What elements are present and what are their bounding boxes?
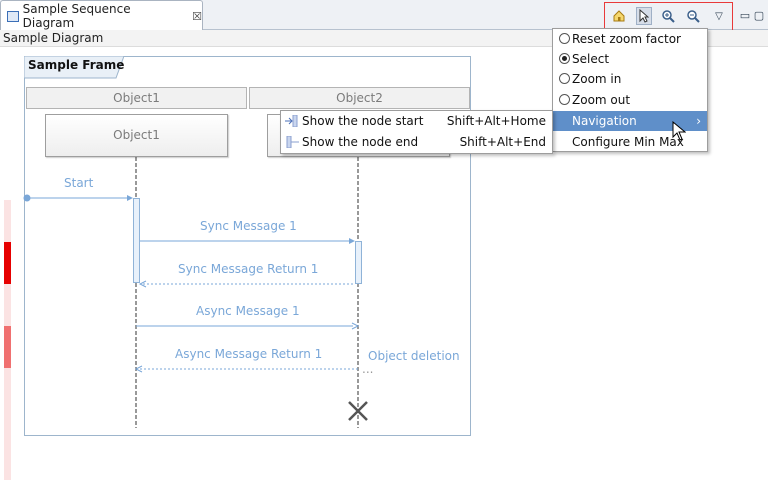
mouse-cursor-icon	[672, 121, 686, 141]
menu-item-label: Show the node end	[302, 135, 419, 149]
ellipsis-label: ...	[362, 362, 374, 376]
diagram-icon	[7, 10, 19, 22]
zoom-out-icon[interactable]	[685, 7, 701, 25]
frame-label-tab	[24, 56, 124, 79]
node-start-icon	[285, 115, 298, 127]
menu-item-shortcut: Shift+Alt+Home	[446, 114, 546, 128]
menu-item-shortcut: Shift+Alt+End	[459, 135, 546, 149]
minimize-icon[interactable]: ▭	[739, 8, 751, 22]
menu-item-label: Reset zoom factor	[572, 32, 681, 46]
lifeline-header-object1[interactable]: Object1	[26, 87, 247, 109]
menu-item-label: Show the node start	[302, 114, 424, 128]
object-deletion-label[interactable]: Object deletion	[368, 349, 460, 363]
message-async1-label[interactable]: Async Message 1	[196, 304, 300, 318]
frame-label: Sample Frame	[28, 58, 125, 72]
close-icon[interactable]: ☒	[192, 9, 202, 23]
activation-object1[interactable]	[133, 198, 140, 283]
overview-strip-segment	[4, 326, 11, 368]
menu-item-show-node-start[interactable]: Show the node start Shift+Alt+Home	[281, 111, 552, 131]
menu-item-label: Zoom in	[572, 72, 622, 86]
overview-strip-segment	[4, 200, 11, 242]
menu-item-label: Zoom out	[572, 93, 631, 107]
view-menu-icon[interactable]: ▽	[715, 10, 723, 22]
select-arrow-icon[interactable]	[636, 7, 652, 25]
sequence-frame[interactable]	[24, 56, 471, 436]
menu-item-label: Select	[572, 52, 610, 66]
message-sync-return1-label[interactable]: Sync Message Return 1	[178, 262, 319, 276]
menu-item-show-node-end[interactable]: Show the node end Shift+Alt+End	[281, 132, 552, 152]
zoom-in-icon[interactable]	[660, 7, 676, 25]
radio-icon	[559, 33, 570, 44]
message-start-label[interactable]: Start	[64, 176, 94, 190]
message-sync1-label[interactable]: Sync Message 1	[200, 219, 297, 233]
navigation-submenu	[280, 110, 553, 154]
menu-item-label: Configure Min Max	[572, 135, 684, 149]
menu-item-select[interactable]: Select	[553, 49, 707, 69]
object1-box[interactable]: Object1	[45, 114, 228, 157]
menu-item-reset-zoom[interactable]: Reset zoom factor	[553, 29, 707, 49]
tab-title: Sample Sequence Diagram	[22, 2, 131, 30]
menu-item-zoom-in[interactable]: Zoom in	[553, 69, 707, 89]
home-icon[interactable]	[611, 7, 627, 25]
menu-item-zoom-out[interactable]: Zoom out	[553, 90, 707, 110]
node-end-icon	[286, 136, 299, 148]
lifeline-header-object2[interactable]: Object2	[249, 87, 470, 109]
radio-icon	[559, 73, 570, 84]
overview-strip-segment	[4, 284, 11, 326]
chevron-right-icon: ›	[696, 114, 701, 128]
overview-strip-segment	[4, 242, 11, 284]
menu-item-label: Navigation	[572, 114, 637, 128]
message-async-return1-label[interactable]: Async Message Return 1	[175, 347, 323, 361]
maximize-icon[interactable]: ▢	[753, 8, 765, 22]
activation-object2[interactable]	[355, 241, 362, 284]
overview-strip-segment	[4, 368, 11, 480]
menu-item-configure-min-max[interactable]: Configure Min Max	[553, 132, 707, 152]
radio-icon	[559, 94, 570, 105]
menu-item-navigation[interactable]: Navigation ›	[553, 111, 707, 131]
tab-sample-sequence-diagram[interactable]: Sample Sequence Diagram ☒	[0, 0, 203, 31]
radio-selected-icon	[559, 53, 570, 64]
